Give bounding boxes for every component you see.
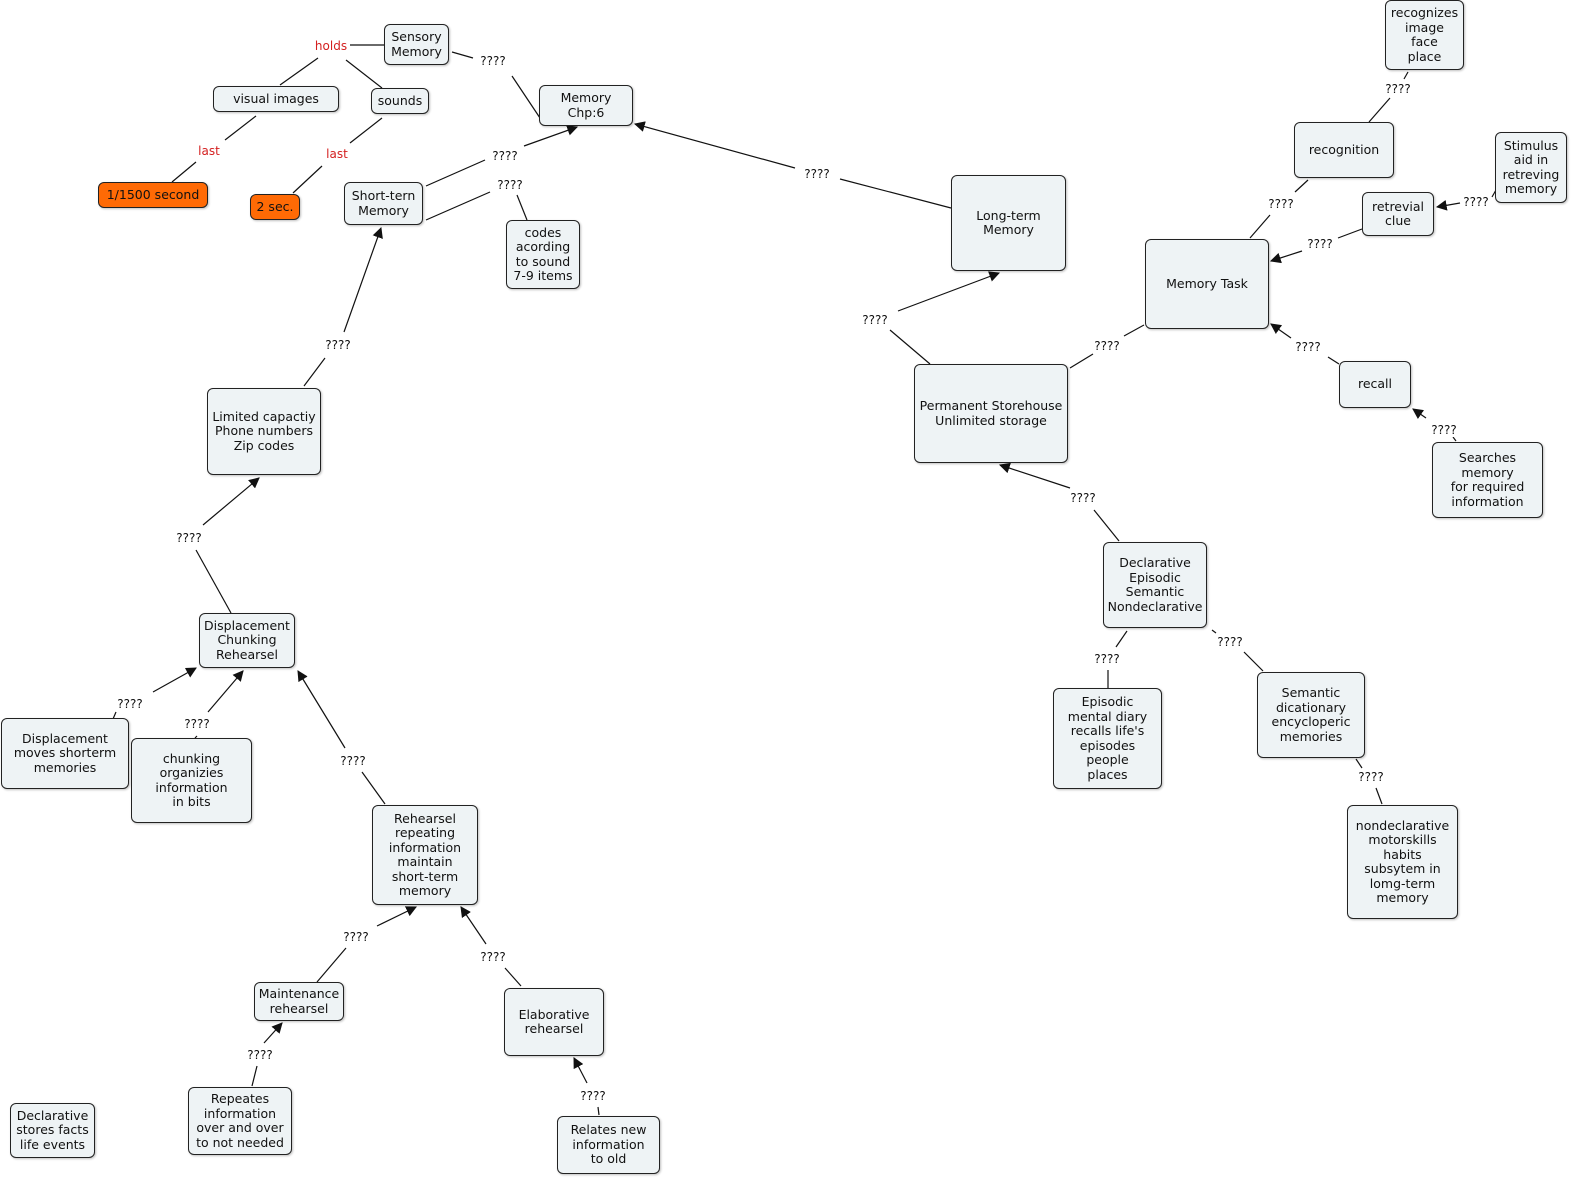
link-label: ???? bbox=[1092, 652, 1122, 666]
memory-task-node[interactable]: Memory Task bbox=[1145, 239, 1269, 329]
link-label: ???? bbox=[1383, 82, 1413, 96]
link-label: ???? bbox=[478, 54, 508, 68]
link-label: ???? bbox=[490, 149, 520, 163]
maintenance-rehearsal-node[interactable]: Maintenance rehearsel bbox=[254, 982, 344, 1021]
link-label-holds: holds bbox=[312, 39, 350, 53]
link-label: ???? bbox=[182, 717, 212, 731]
link-label: ???? bbox=[1429, 423, 1459, 437]
searches-memory-node[interactable]: Searches memory for required information bbox=[1432, 442, 1543, 518]
stm-codes-node[interactable]: codes acording to sound 7-9 items bbox=[506, 220, 580, 289]
rehearsal-node[interactable]: Rehearsel repeating information maintain… bbox=[372, 805, 478, 905]
link-label: ???? bbox=[860, 313, 890, 327]
recognizes-node[interactable]: recognizes image face place bbox=[1385, 0, 1464, 70]
link-label-last-sound: last bbox=[324, 147, 350, 161]
stm-processes-node[interactable]: Displacement Chunking Rehearsel bbox=[199, 613, 295, 668]
link-label: ???? bbox=[341, 930, 371, 944]
visual-images-node[interactable]: visual images bbox=[213, 86, 339, 112]
sounds-node[interactable]: sounds bbox=[371, 88, 429, 114]
link-label: ???? bbox=[1266, 197, 1296, 211]
short-term-memory-node[interactable]: Short-tern Memory bbox=[344, 182, 423, 225]
memory-root-node[interactable]: Memory Chp:6 bbox=[539, 85, 633, 126]
recall-node[interactable]: recall bbox=[1339, 361, 1411, 408]
elaborative-rehearsal-node[interactable]: Elaborative rehearsel bbox=[504, 988, 604, 1056]
long-term-memory-node[interactable]: Long-term Memory bbox=[951, 175, 1066, 271]
displacement-node[interactable]: Displacement moves shorterm memories bbox=[1, 718, 129, 789]
link-label: ???? bbox=[1293, 340, 1323, 354]
link-label: ???? bbox=[1068, 491, 1098, 505]
link-label: ???? bbox=[1461, 195, 1491, 209]
permanent-storehouse-node[interactable]: Permanent Storehouse Unlimited storage bbox=[914, 364, 1068, 463]
link-label: ???? bbox=[802, 167, 832, 181]
chunking-node[interactable]: chunking organizies information in bits bbox=[131, 738, 252, 823]
link-label: ???? bbox=[1305, 237, 1335, 251]
link-label: ???? bbox=[578, 1089, 608, 1103]
nondeclarative-node[interactable]: nondeclarative motorskills habits subsyt… bbox=[1347, 805, 1458, 919]
visual-duration-node[interactable]: 1/1500 second bbox=[98, 182, 208, 208]
sensory-memory-node[interactable]: Sensory Memory bbox=[384, 24, 449, 65]
episodic-node[interactable]: Episodic mental diary recalls life's epi… bbox=[1053, 688, 1162, 789]
link-label: ???? bbox=[245, 1048, 275, 1062]
relates-information-node[interactable]: Relates new information to old bbox=[557, 1116, 660, 1174]
retrieval-clue-node[interactable]: retrevial clue bbox=[1362, 192, 1434, 236]
link-label: ???? bbox=[1092, 339, 1122, 353]
link-label: ???? bbox=[323, 338, 353, 352]
declarative-types-node[interactable]: Declarative Episodic Semantic Nondeclara… bbox=[1103, 542, 1207, 628]
limited-capacity-node[interactable]: Limited capactiy Phone numbers Zip codes bbox=[207, 388, 321, 475]
link-label: ???? bbox=[338, 754, 368, 768]
link-label: ???? bbox=[115, 697, 145, 711]
recognition-node[interactable]: recognition bbox=[1294, 122, 1394, 178]
link-label: ???? bbox=[1215, 635, 1245, 649]
link-label: ???? bbox=[478, 950, 508, 964]
stimulus-node[interactable]: Stimulus aid in retreving memory bbox=[1495, 132, 1567, 203]
sound-duration-node[interactable]: 2 sec. bbox=[250, 194, 300, 220]
link-label: ???? bbox=[1356, 770, 1386, 784]
semantic-node[interactable]: Semantic dicationary encycloperic memori… bbox=[1257, 672, 1365, 758]
link-label: ???? bbox=[495, 178, 525, 192]
link-label-last-visual: last bbox=[196, 144, 222, 158]
declarative-note-node[interactable]: Declarative stores facts life events bbox=[10, 1103, 95, 1158]
link-label: ???? bbox=[174, 531, 204, 545]
repeats-information-node[interactable]: Repeates information over and over to no… bbox=[188, 1087, 292, 1155]
